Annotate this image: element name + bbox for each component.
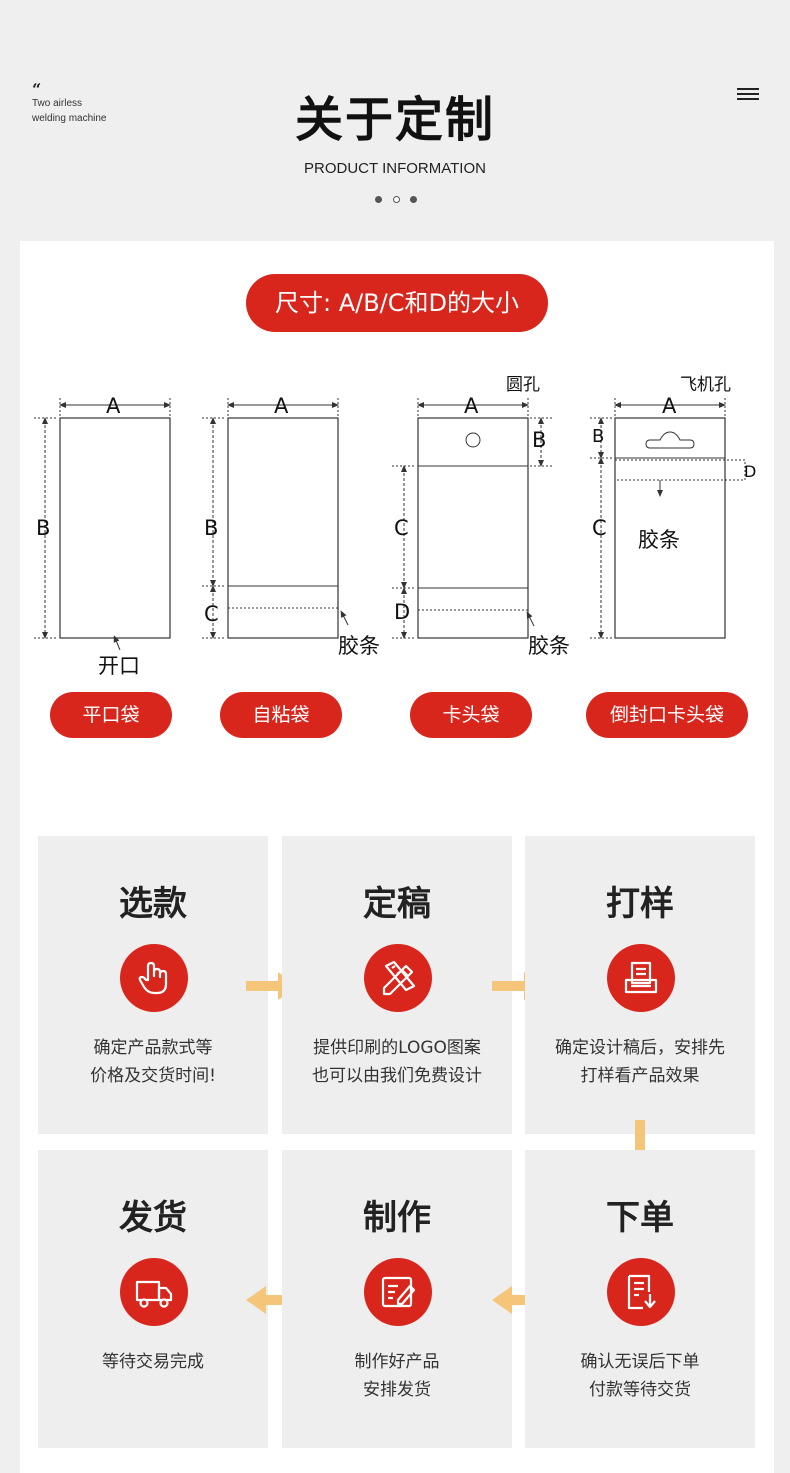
pencil-ruler-icon (364, 944, 432, 1012)
step-card-produce: 制作 制作好产品 安排发货 (282, 1150, 512, 1448)
step-card-select: 选款 确定产品款式等 价格及交货时间! (38, 836, 268, 1134)
header-bag-badge: 卡头袋 (410, 692, 532, 738)
step-desc-line: 制作好产品 (354, 1352, 440, 1372)
opening-label: 开口 (98, 654, 140, 678)
step-title: 打样 (606, 884, 674, 924)
tagline-line-1: Two airless (32, 98, 83, 109)
hand-pointer-icon (120, 944, 188, 1012)
step-card-sample: 打样 确定设计稿后，安排先 打样看产品效果 (525, 836, 755, 1134)
airplane-hole-label: 飞机孔 (680, 375, 731, 395)
arrow-left-icon (492, 1286, 544, 1314)
header-bag-diagram (392, 398, 552, 639)
step-card-finalize: 定稿 提供印刷的LOGO图案 也可以由我们免费设计 (282, 836, 512, 1134)
step-desc-line: 等待交易完成 (102, 1352, 204, 1372)
self-adhesive-bag-diagram (202, 398, 349, 639)
carousel-dot-active[interactable] (392, 196, 400, 203)
dimension-b-label: B (204, 516, 219, 540)
page-subtitle: PRODUCT INFORMATION (304, 160, 486, 177)
document-download-icon (607, 1258, 675, 1326)
step-title: 制作 (363, 1198, 431, 1238)
carousel-dot[interactable] (410, 196, 417, 203)
step-desc-line: 提供印刷的LOGO图案 (313, 1038, 481, 1058)
reverse-seal-bag-diagram (590, 398, 746, 639)
arrow-left-icon (246, 1286, 298, 1314)
dimension-a-label: A (106, 394, 121, 418)
self-adhesive-bag-badge: 自粘袋 (220, 692, 342, 738)
dimension-a-label: A (274, 394, 289, 418)
step-desc-line: 确定产品款式等 (93, 1038, 213, 1058)
printer-tray-icon (607, 944, 675, 1012)
step-card-order: 下单 确认无误后下单 付款等待交货 (525, 1150, 755, 1448)
tagline: Two airless welding machine (32, 96, 152, 126)
step-desc-line: 付款等待交货 (589, 1380, 691, 1400)
glue-strip-label: 胶条 (528, 634, 570, 658)
round-hole-label: 圆孔 (506, 375, 540, 395)
delivery-truck-icon (120, 1258, 188, 1326)
dimension-c-label: C (394, 516, 409, 540)
step-desc-line: 安排发货 (363, 1380, 431, 1400)
size-heading-badge: 尺寸: A/B/C和D的大小 (246, 274, 548, 332)
dimension-d-label: D (394, 600, 411, 624)
reverse-seal-bag-badge: 倒封口卡头袋 (586, 692, 748, 738)
step-description: 确定产品款式等 价格及交货时间! (38, 1034, 268, 1090)
page-title: 关于定制 (294, 92, 495, 148)
step-description: 制作好产品 安排发货 (282, 1348, 512, 1404)
tagline-line-2: welding machine (32, 113, 107, 124)
step-title: 发货 (119, 1198, 187, 1238)
step-desc-line: 也可以由我们免费设计 (312, 1066, 482, 1086)
step-description: 等待交易完成 (38, 1348, 268, 1376)
step-title: 下单 (606, 1198, 674, 1238)
dimension-a-label: A (662, 394, 677, 418)
glue-strip-label: 胶条 (338, 634, 380, 658)
dimension-a-label: A (464, 394, 479, 418)
carousel-dots (375, 196, 417, 204)
dimension-b-label: B (532, 428, 547, 452)
step-desc-line: 打样看产品效果 (580, 1066, 700, 1086)
dimension-d-label: D (744, 462, 757, 481)
step-description: 提供印刷的LOGO图案 也可以由我们免费设计 (282, 1034, 512, 1090)
quote-icon: “ (32, 80, 42, 99)
menu-icon[interactable] (737, 88, 759, 102)
step-desc-line: 确认无误后下单 (580, 1352, 700, 1372)
dimension-c-label: C (204, 602, 219, 626)
glue-strip-label: 胶条 (638, 528, 680, 552)
step-title: 定稿 (363, 884, 431, 924)
dimension-c-label: C (592, 516, 607, 540)
flat-bag-badge: 平口袋 (50, 692, 172, 738)
carousel-dot[interactable] (375, 196, 382, 203)
dimension-b-label: B (36, 516, 51, 540)
bag-dimension-diagrams (34, 398, 746, 651)
flat-bag-diagram (34, 398, 171, 651)
step-description: 确定设计稿后，安排先 打样看产品效果 (525, 1034, 755, 1090)
step-card-ship: 发货 等待交易完成 (38, 1150, 268, 1448)
dimension-b-label: B (592, 426, 605, 447)
step-desc-line: 价格及交货时间! (90, 1066, 216, 1086)
step-title: 选款 (119, 884, 187, 924)
edit-document-icon (364, 1258, 432, 1326)
step-description: 确认无误后下单 付款等待交货 (525, 1348, 755, 1404)
step-desc-line: 确定设计稿后，安排先 (555, 1038, 725, 1058)
